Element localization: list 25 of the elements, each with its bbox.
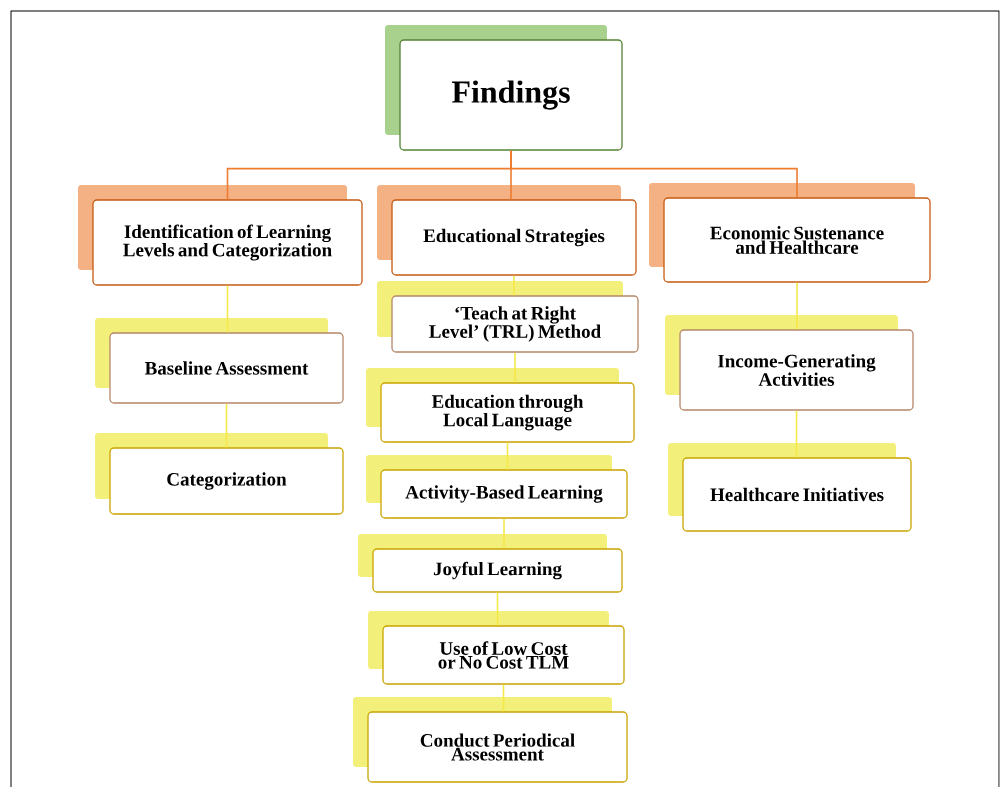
connector bbox=[506, 441, 509, 471]
connector bbox=[513, 274, 515, 297]
connector bbox=[796, 281, 798, 331]
connector bbox=[225, 402, 228, 449]
topic-box: Economic Sustenance and Healthcare bbox=[649, 183, 931, 283]
topic-box: Use of Low Cost or No Cost TLM bbox=[368, 611, 625, 685]
topic-box: Activity-Based Learning bbox=[366, 455, 628, 519]
connector bbox=[795, 409, 798, 459]
topic-box: Categorization bbox=[95, 433, 344, 515]
title-box: Findings bbox=[385, 25, 623, 151]
topic-box: Education through Local Language bbox=[366, 368, 635, 443]
connector bbox=[496, 591, 499, 627]
connector bbox=[514, 351, 516, 384]
connector bbox=[502, 683, 505, 713]
topic-box: ‘Teach at Right Level’ (TRL) Method bbox=[377, 281, 639, 353]
topic-box: Conduct Periodical Assessment bbox=[353, 697, 628, 783]
topic-box: Joyful Learning bbox=[358, 534, 623, 593]
topic-box: Identification of Learning Levels and Categorization bbox=[78, 185, 363, 286]
connector bbox=[510, 149, 798, 199]
topic-box: Income-Generating Activities bbox=[665, 315, 914, 411]
connector bbox=[226, 284, 229, 334]
connector bbox=[503, 517, 505, 550]
topic-box: Baseline Assessment bbox=[95, 318, 344, 404]
topic-box: Healthcare Initiatives bbox=[668, 443, 912, 532]
topic-box: Educational Strategies bbox=[377, 185, 637, 276]
